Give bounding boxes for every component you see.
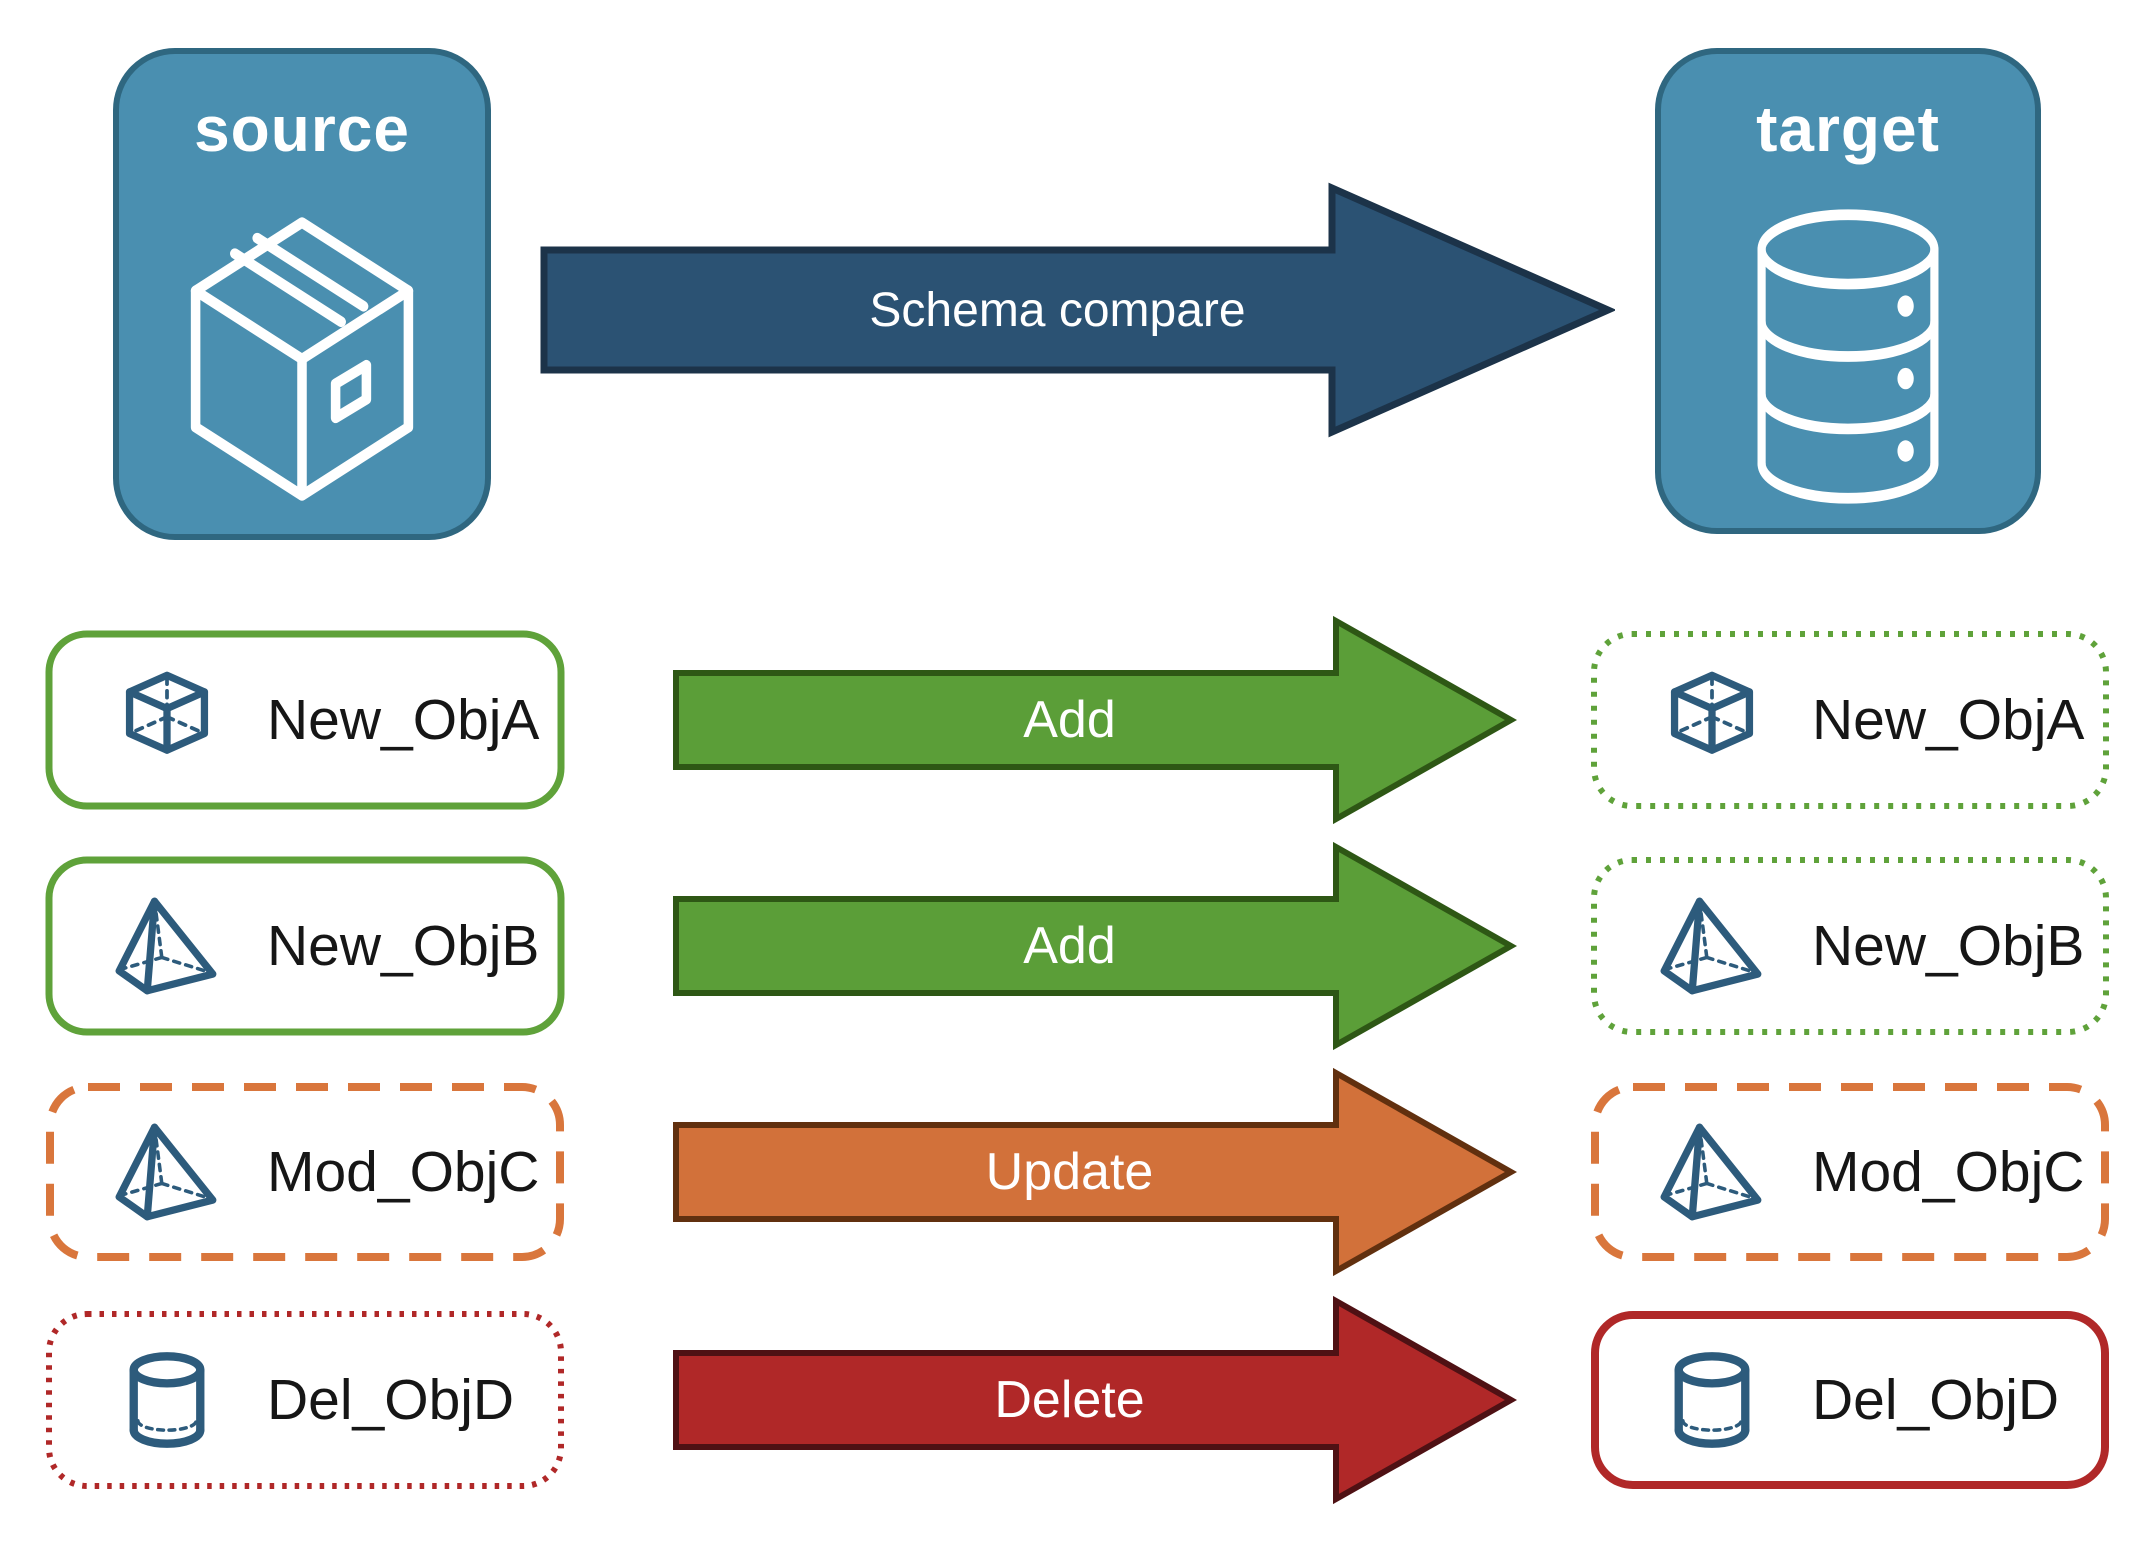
object-label: Mod_ObjC	[267, 1140, 540, 1204]
pyramid-icon	[115, 1123, 217, 1221]
source-title: source	[194, 93, 410, 165]
pyramid-icon	[1660, 897, 1762, 995]
source-box-new-objb: New_ObjB	[45, 856, 565, 1036]
cube-icon	[1670, 671, 1754, 754]
target-title: target	[1756, 93, 1940, 165]
target-box-mod-objc: Mod_ObjC	[1590, 1082, 2110, 1262]
add-arrow-shape	[673, 841, 1517, 1051]
pyramid-icon	[1660, 1123, 1762, 1221]
cylinder-icon	[1674, 1352, 1750, 1448]
target-box-del-objd: Del_ObjD	[1590, 1310, 2110, 1490]
schema-compare-arrow-shape	[540, 182, 1615, 438]
target-card: target	[1655, 48, 2041, 534]
update-arrow-shape	[673, 1067, 1517, 1277]
add-arrow-1: Add	[672, 615, 1517, 825]
arrow-label: Add	[1023, 917, 1116, 975]
object-label: Del_ObjD	[1812, 1368, 2060, 1432]
target-box-new-obja: New_ObjA	[1590, 630, 2110, 810]
source-box-new-obja: New_ObjA	[45, 630, 565, 810]
orange-dashed-border	[1591, 1083, 2109, 1261]
database-icon	[1757, 209, 1939, 504]
cube-icon	[125, 671, 209, 754]
add-arrow-shape	[673, 615, 1517, 825]
object-label: New_ObjA	[1812, 688, 2085, 752]
pyramid-icon	[115, 897, 217, 995]
target-box-new-objb: New_ObjB	[1590, 856, 2110, 1036]
object-label: New_ObjA	[267, 688, 540, 752]
delete-arrow-shape	[673, 1295, 1517, 1505]
orange-dashed-border	[46, 1083, 564, 1261]
green-solid-border	[45, 856, 565, 1036]
arrow-label: Update	[985, 1143, 1154, 1201]
update-arrow: Update	[672, 1067, 1517, 1277]
cylinder-icon	[129, 1352, 205, 1448]
schema-compare-arrow: Schema compare	[540, 180, 1615, 440]
add-arrow-2: Add	[672, 841, 1517, 1051]
package-box-icon	[190, 217, 414, 501]
object-label: Del_ObjD	[267, 1368, 515, 1432]
arrow-label: Add	[1023, 691, 1116, 749]
green-dotted-border	[1591, 857, 2109, 1035]
source-box-mod-objc: Mod_ObjC	[45, 1082, 565, 1262]
delete-arrow: Delete	[672, 1295, 1517, 1505]
object-label: Mod_ObjC	[1812, 1140, 2085, 1204]
schema-compare-label: Schema compare	[869, 283, 1246, 337]
arrow-label: Delete	[994, 1371, 1145, 1429]
source-card: source	[113, 48, 491, 540]
source-box-del-objd: Del_ObjD	[45, 1310, 565, 1490]
object-label: New_ObjB	[1812, 914, 2085, 978]
object-label: New_ObjB	[267, 914, 540, 978]
